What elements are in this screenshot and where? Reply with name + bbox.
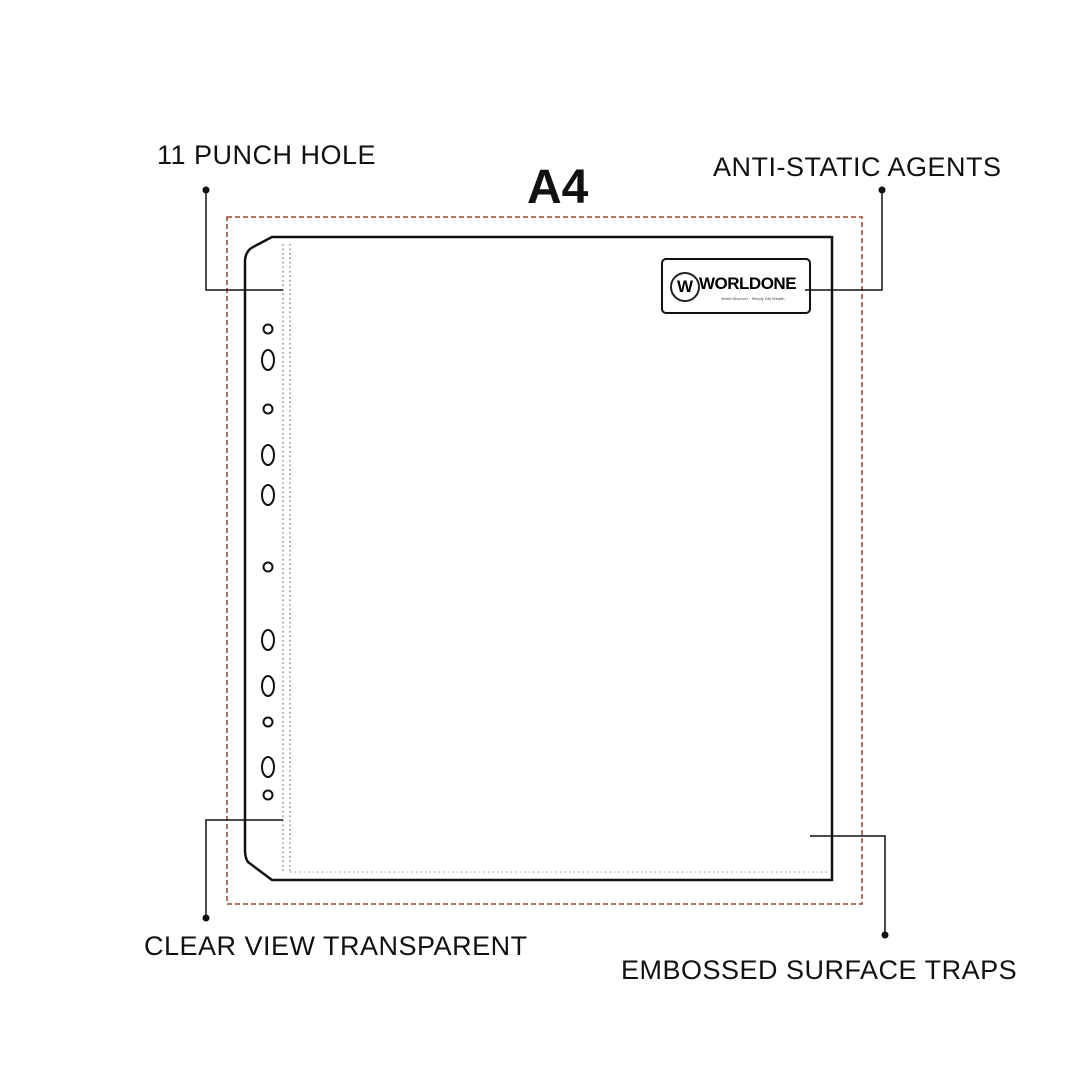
punch-hole [261,484,275,506]
label-punch-hole: 11 PUNCH HOLE [157,140,377,170]
logo-initial: W [670,272,700,302]
leader-dot [881,931,889,939]
sleeve-outline [243,235,834,882]
punch-hole [261,675,275,697]
punch-hole [261,349,275,371]
leader-dot [202,914,210,922]
punch-hole [262,403,274,415]
punch-hole [261,756,275,778]
label-anti-static: ANTI-STATIC AGENTS [713,152,1002,182]
label-embossed: EMBOSSED SURFACE TRAPS [621,955,1018,985]
punch-hole [262,716,274,728]
punch-hole [262,561,274,573]
leader-dot [202,186,210,194]
label-clear-view: CLEAR VIEW TRANSPARENT [144,931,528,961]
leader-dot [878,186,886,194]
punch-holes [261,323,275,801]
leader-anti-static [805,190,883,291]
size-title: A4 [527,161,589,214]
leader-punch-hole [205,190,283,291]
leader-lines [205,190,886,935]
punch-hole [261,444,275,466]
punch-hole [262,323,274,335]
logo-tagline: World Discover · Simply DM Wealth [721,296,785,301]
leader-embossed [810,835,886,935]
punch-hole [261,629,275,651]
leader-clear-view [205,819,283,918]
a4-dashed-outline [226,216,863,905]
punch-hole [262,789,274,801]
logo-name: WORLDONE [699,274,797,293]
brand-logo: W WORLDONE World Discover · Simply DM We… [661,258,811,314]
